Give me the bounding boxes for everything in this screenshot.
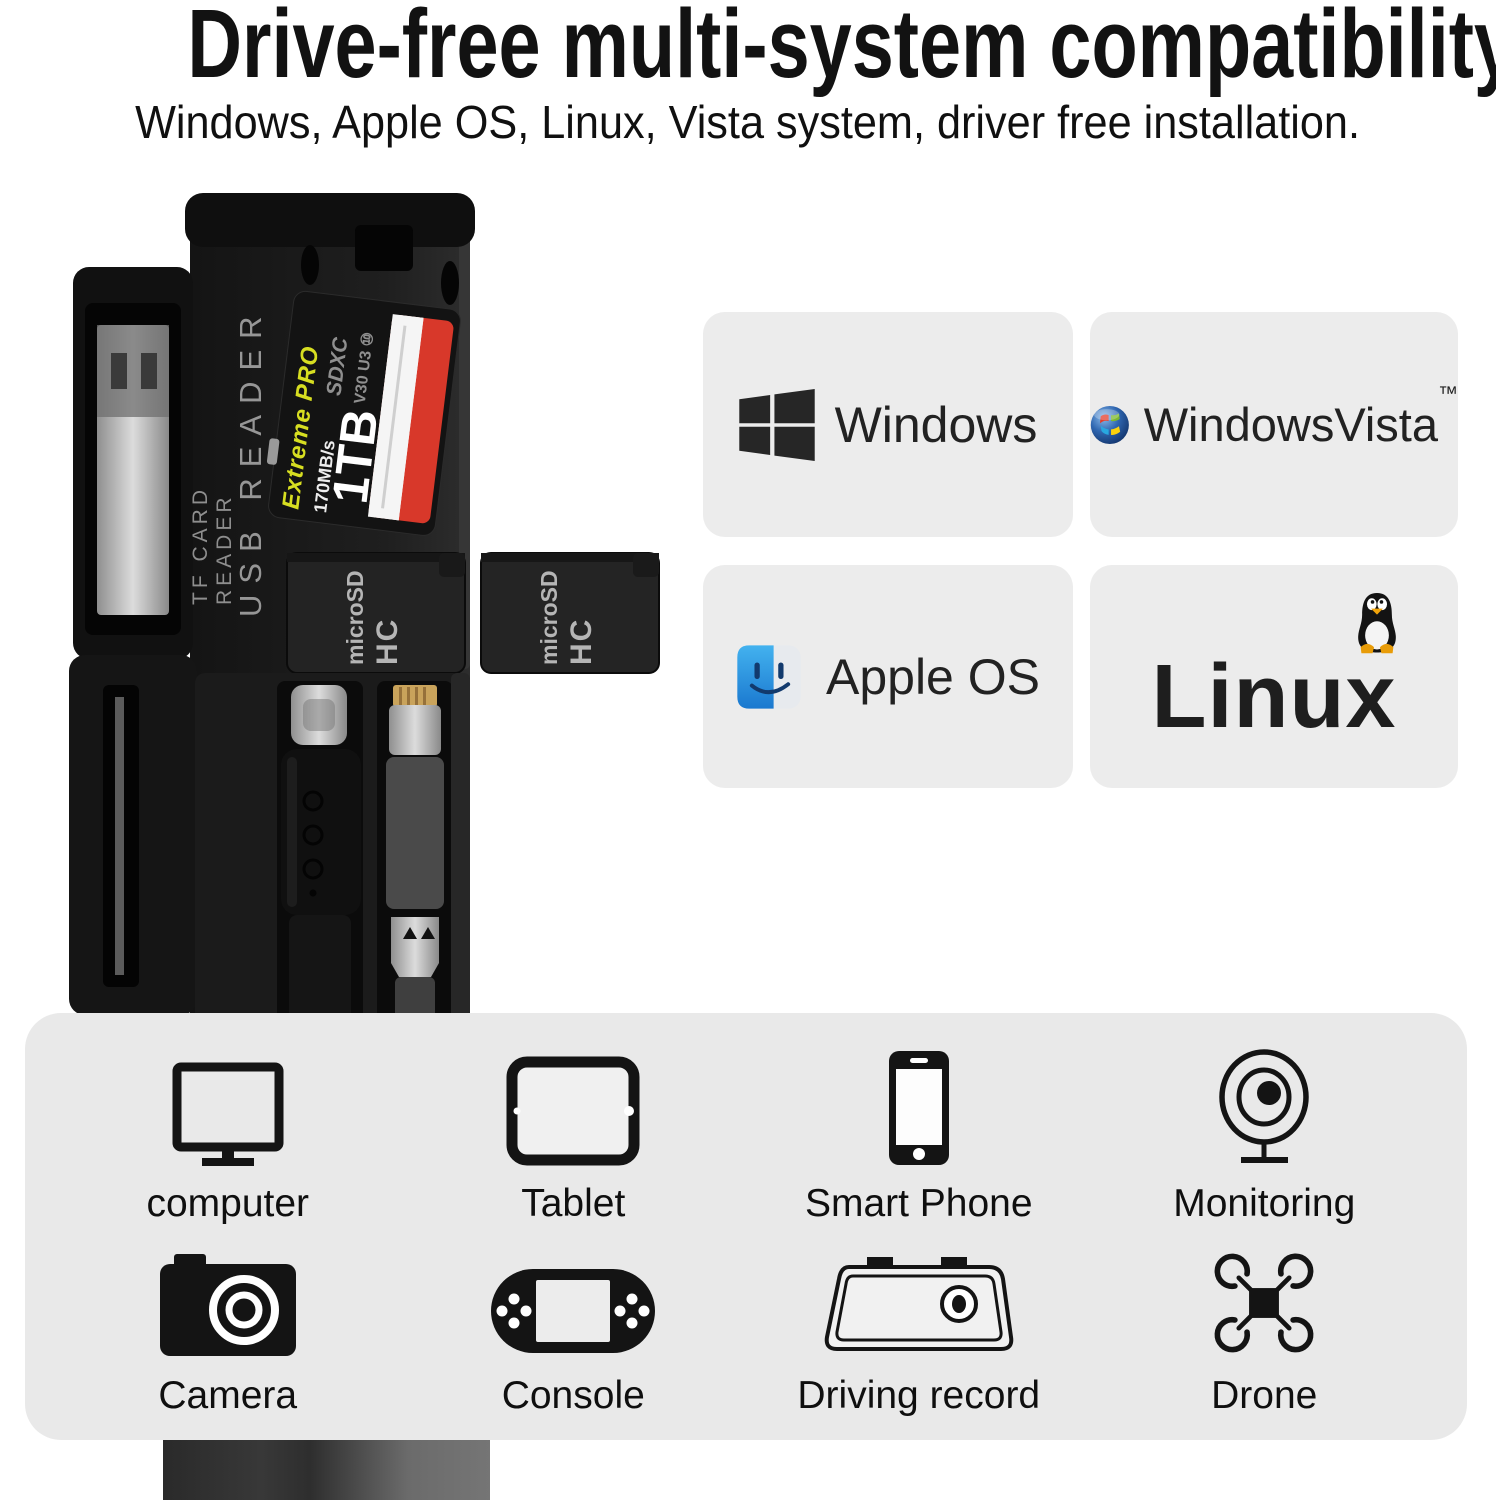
micro-sd-card-2: microSD HC (480, 552, 660, 674)
device-top-cap (185, 193, 475, 247)
micro-sd-card-1: microSD HC (286, 552, 466, 674)
windows-logo-icon (738, 388, 815, 461)
sd-card: Extreme PRO 170MB/s SDXC V30 U3 ⑩ 1TB (266, 290, 461, 536)
tf-reader-label-line2: READER (213, 493, 236, 605)
game-console-icon (489, 1241, 657, 1359)
micro-sd-class-text: HC (371, 618, 404, 665)
device-label: Smart Phone (804, 1181, 1033, 1225)
micro-usb-plug (391, 917, 439, 1027)
os-label-windows: Windows (834, 396, 1038, 453)
card-reader-product-image: USB READER SD CARD READER TF CARD READER… (55, 185, 680, 1500)
card-reader-illustration: USB READER SD CARD READER TF CARD READER… (69, 193, 660, 1500)
device-label: Driving record (797, 1374, 1041, 1417)
os-label-windows-vista: WindowsVista™ (1143, 383, 1458, 452)
os-box-windows: Windows (703, 312, 1073, 537)
micro-sd-logo-text: microSD (536, 570, 562, 665)
adapter-sleeve (281, 749, 361, 915)
os-box-apple-os: Apple OS (703, 565, 1073, 788)
device-cell-monitoring: Monitoring (1092, 1037, 1438, 1230)
device-cell-drone: Drone (1092, 1230, 1438, 1423)
device-cell-tablet: Tablet (401, 1037, 747, 1230)
device-cell-driving-record: Driving record (746, 1230, 1092, 1423)
page-subtitle: Windows, Apple OS, Linux, Vista system, … (0, 94, 1496, 152)
supported-devices-panel: computer Tablet Smart Pho (25, 1013, 1467, 1440)
connector-bay (195, 673, 470, 1029)
usb-reader-label: USB READER (233, 305, 268, 617)
micro-sd-class-text: HC (565, 618, 598, 665)
os-box-windows-vista: WindowsVista™ (1090, 312, 1458, 537)
device-cell-camera: Camera (55, 1230, 401, 1423)
camera-icon (158, 1241, 298, 1359)
tablet-icon (505, 1049, 641, 1167)
windows-vista-logo-icon (1090, 405, 1129, 444)
trademark-symbol: ™ (1438, 383, 1458, 405)
tf-card-slot (69, 655, 197, 1015)
device-label: Drone (1211, 1374, 1318, 1417)
os-box-linux: Linux (1090, 565, 1458, 788)
page-subtitle-text: Windows, Apple OS, Linux, Vista system, … (135, 96, 1361, 148)
smartphone-icon (886, 1049, 952, 1167)
device-label: Tablet (521, 1181, 626, 1225)
device-label: Console (501, 1374, 645, 1417)
tf-reader-label-line1: TF CARD (189, 486, 212, 605)
device-label: computer (146, 1181, 310, 1225)
device-cell-computer: computer (55, 1037, 401, 1230)
page-title: Drive-free multi-system compatibility (0, 0, 1496, 99)
drone-icon (1208, 1241, 1320, 1359)
sd-card-capacity: 1TB (322, 406, 389, 507)
device-label: Monitoring (1173, 1181, 1356, 1225)
usb-a-port (73, 267, 193, 659)
device-cell-console: Console (401, 1230, 747, 1423)
desktop-monitor-icon (170, 1049, 286, 1167)
os-label-vista-text: WindowsVista (1143, 398, 1438, 451)
device-label: Camera (158, 1374, 298, 1417)
device-cell-smart-phone: Smart Phone (746, 1037, 1092, 1230)
apple-finder-logo-icon (737, 644, 801, 709)
dashcam-mirror-icon (821, 1241, 1017, 1359)
os-label-apple-os: Apple OS (825, 648, 1040, 705)
lightning-plug (389, 685, 441, 755)
page-title-text: Drive-free multi-system compatibility (187, 0, 1496, 98)
micro-sd-logo-text: microSD (342, 570, 368, 665)
linux-tux-icon (1357, 593, 1396, 654)
os-label-linux: Linux (1151, 593, 1397, 749)
linux-text: Linux (1151, 647, 1397, 747)
security-camera-icon (1216, 1048, 1312, 1167)
